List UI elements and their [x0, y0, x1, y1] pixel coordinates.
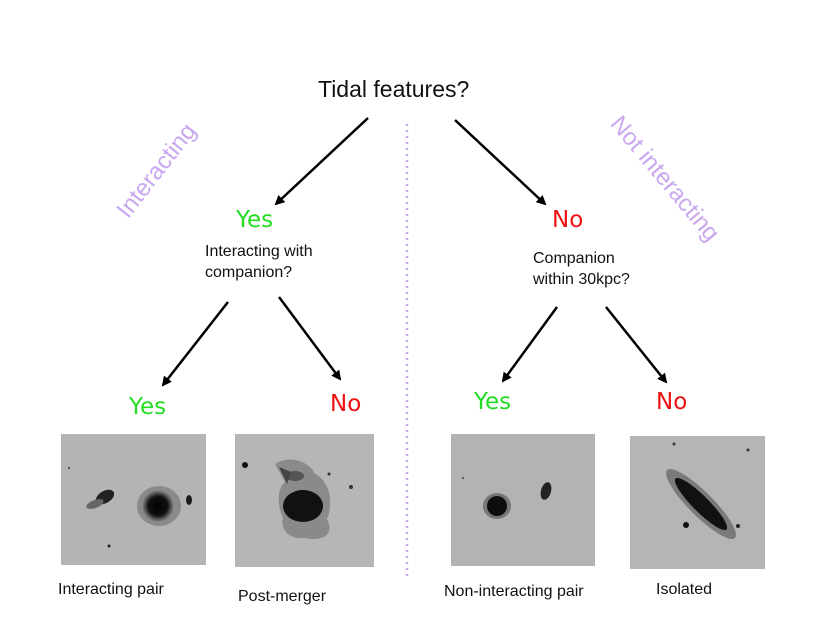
- right-question: Companion within 30kpc?: [533, 248, 630, 290]
- arrow-right-to-yes: [501, 306, 559, 383]
- left-question-line2: companion?: [205, 264, 293, 281]
- galaxy-image-post-merger: [235, 434, 374, 567]
- left-question: Interacting with companion?: [205, 241, 313, 283]
- caption-post-merger: Post-merger: [238, 588, 327, 605]
- arrow-left-to-no: [277, 296, 342, 381]
- left-no-label: No: [330, 391, 362, 417]
- root-question: Tidal features?: [318, 76, 470, 102]
- caption-interacting-pair: Interacting pair: [58, 581, 164, 598]
- arrow-root-to-no: [454, 119, 547, 206]
- galaxy-image-interacting-pair: [61, 434, 206, 565]
- arrow-right-to-no: [605, 306, 668, 384]
- right-answer-no: No: [552, 207, 584, 233]
- galaxy-image-isolated: [630, 436, 765, 569]
- caption-non-interacting-pair: Non-interacting pair: [444, 583, 584, 600]
- right-no-label: No: [656, 389, 688, 415]
- right-question-line2: within 30kpc?: [533, 271, 630, 288]
- galaxy-image-non-interacting-pair: [451, 434, 595, 566]
- left-answer-yes: Yes: [236, 207, 274, 233]
- arrow-left-to-yes: [161, 301, 229, 387]
- left-yes-label: Yes: [129, 394, 167, 420]
- right-question-line1: Companion: [533, 250, 615, 267]
- left-question-line1: Interacting with: [205, 243, 313, 260]
- arrow-root-to-yes: [274, 117, 369, 206]
- caption-isolated: Isolated: [656, 581, 713, 598]
- right-yes-label: Yes: [474, 389, 512, 415]
